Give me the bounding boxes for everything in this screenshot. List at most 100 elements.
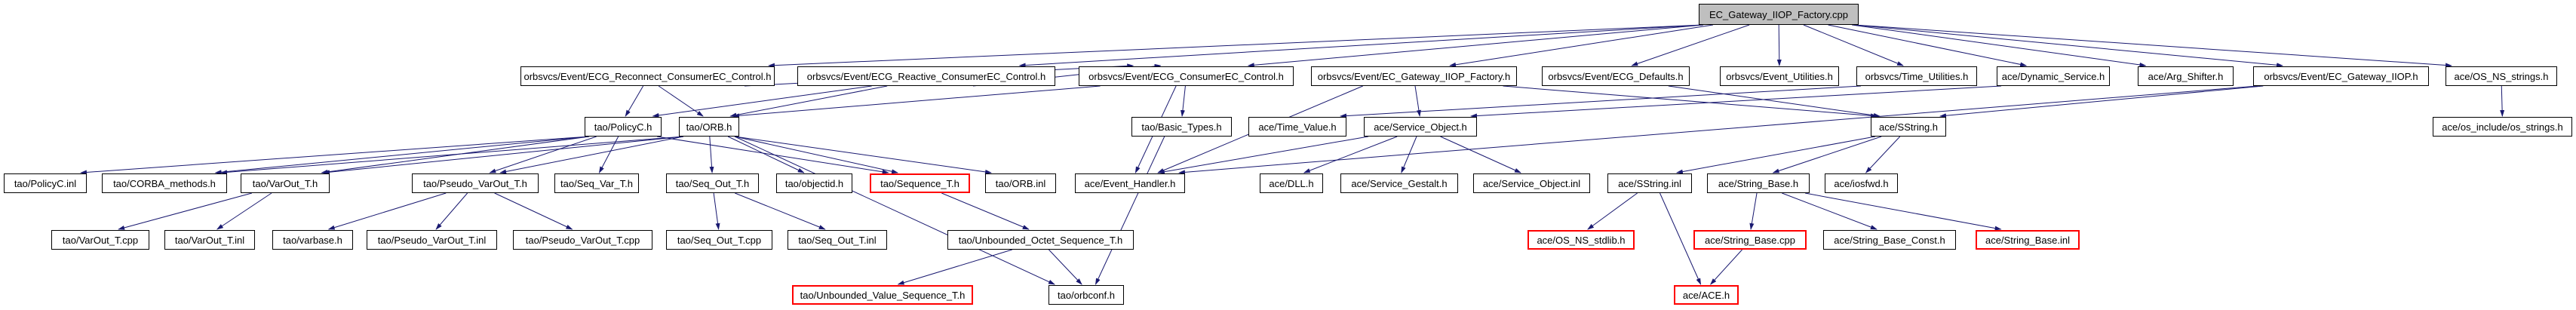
node-tao-varout-t-cpp[interactable]: tao/VarOut_T.cpp (51, 230, 149, 250)
edge-n3-n14 (1180, 85, 1186, 117)
node-orbsvcs-event-ec-gateway-iiop-factory-h[interactable]: orbsvcs/Event/EC_Gateway_IIOP_Factory.h (1311, 66, 1517, 86)
node-ace-dynamic-service-h[interactable]: ace/Dynamic_Service.h (1997, 66, 2110, 86)
node-tao-seq-out-t-h[interactable]: tao/Seq_Out_T.h (666, 173, 759, 193)
node-tao-varbase-h[interactable]: tao/varbase.h (272, 230, 353, 250)
node-orbsvcs-event-ecg-defaults-h[interactable]: orbsvcs/Event/ECG_Defaults.h (1542, 66, 1690, 86)
edge-n0-n1 (768, 24, 1704, 68)
edge-n0-n4 (1449, 24, 1714, 67)
node-ace-ace-h[interactable]: ace/ACE.h (1674, 285, 1739, 305)
node-tao-seq-out-t-inl[interactable]: tao/Seq_Out_T.inl (788, 230, 887, 250)
node-tao-pseudo-varout-t-cpp[interactable]: tao/Pseudo_VarOut_T.cpp (513, 230, 652, 250)
node-ace-service-object-h[interactable]: ace/Service_Object.h (1364, 117, 1477, 137)
node-tao-basic-types-h[interactable]: tao/Basic_Types.h (1131, 117, 1232, 137)
node-ace-time-value-h[interactable]: ace/Time_Value.h (1248, 117, 1346, 137)
node-ace-string-base-inl[interactable]: ace/String_Base.inl (1976, 230, 2080, 250)
node-label: ace/OS_NS_strings.h (2454, 70, 2549, 82)
edge-n33-n44 (1749, 192, 1758, 230)
node-ace-string-base-cpp[interactable]: ace/String_Base.cpp (1693, 230, 1807, 250)
edge-n42-n47 (897, 249, 1012, 285)
node-label: ace/Service_Gestalt.h (1351, 177, 1448, 189)
node-ace-arg-shifter-h[interactable]: ace/Arg_Shifter.h (2138, 66, 2234, 86)
node-label: tao/Pseudo_VarOut_T.inl (377, 234, 487, 246)
node-tao-policyc-inl[interactable]: tao/PolicyC.inl (4, 173, 87, 193)
node-label: ace/Time_Value.h (1258, 121, 1337, 133)
node-ace-os-ns-stdlib-h[interactable]: ace/OS_NS_stdlib.h (1527, 230, 1635, 250)
node-label: tao/CORBA_methods.h (113, 177, 216, 189)
node-tao-varout-t-inl[interactable]: tao/VarOut_T.inl (164, 230, 255, 250)
edge-n2-n12 (652, 85, 872, 118)
edge-n17-n34 (1865, 136, 1901, 173)
edge-n0-n11 (1853, 24, 2452, 68)
node-ace-service-object-inl[interactable]: ace/Service_Object.inl (1473, 173, 1590, 193)
edge-n13-n48 (734, 136, 1055, 285)
edge-n3-n13 (732, 85, 1101, 118)
node-label: orbsvcs/Time_Utilities.h (1865, 70, 1969, 82)
edge-n10-n17 (1939, 85, 2264, 118)
node-tao-orb-inl[interactable]: tao/ORB.inl (985, 173, 1056, 193)
node-orbsvcs-time-utilities-h[interactable]: orbsvcs/Time_Utilities.h (1856, 66, 1977, 86)
node-label: ace/Service_Object.inl (1482, 177, 1581, 189)
node-ace-sstring-inl[interactable]: ace/SString.inl (1607, 173, 1692, 193)
node-tao-varout-t-h[interactable]: tao/VarOut_T.h (241, 173, 330, 193)
edge-n0-n10 (1853, 24, 2284, 68)
node-ace-dll-h[interactable]: ace/DLL.h (1260, 173, 1323, 193)
node-ace-service-gestalt-h[interactable]: ace/Service_Gestalt.h (1340, 173, 1458, 193)
node-tao-policyc-h[interactable]: tao/PolicyC.h (585, 117, 662, 137)
edge-n16-n28 (1157, 136, 1369, 174)
node-label: ace/String_Base.inl (1985, 234, 2070, 246)
edge-n13-n27 (734, 136, 992, 174)
node-ace-sstring-h[interactable]: ace/SString.h (1871, 117, 1946, 137)
edge-n12-n23 (598, 136, 619, 173)
node-orbsvcs-event-ecg-reconnect-consumerec-control-h[interactable]: orbsvcs/Event/ECG_Reconnect_ConsumerEC_C… (520, 66, 775, 86)
node-label: orbsvcs/Event/EC_Gateway_IIOP.h (2264, 70, 2418, 82)
node-orbsvcs-event-ecg-consumerec-control-h[interactable]: orbsvcs/Event/ECG_ConsumerEC_Control.h (1079, 66, 1294, 86)
node-label: orbsvcs/Event/ECG_Reconnect_ConsumerEC_C… (523, 70, 772, 82)
node-label: tao/orbconf.h (1058, 289, 1115, 301)
node-label: ace/Arg_Shifter.h (2148, 70, 2224, 82)
node-ace-string-base-const-h[interactable]: ace/String_Base_Const.h (1823, 230, 1956, 250)
node-tao-unbounded-octet-sequence-t-h[interactable]: tao/Unbounded_Octet_Sequence_T.h (947, 230, 1134, 250)
node-tao-pseudo-varout-t-h[interactable]: tao/Pseudo_VarOut_T.h (412, 173, 539, 193)
edge-n32-n43 (1587, 192, 1638, 230)
node-ace-os-ns-strings-h[interactable]: ace/OS_NS_strings.h (2446, 66, 2557, 86)
edge-n24-n41 (735, 192, 826, 230)
node-label: tao/Unbounded_Value_Sequence_T.h (800, 289, 966, 301)
node-label: tao/PolicyC.h (594, 121, 652, 133)
node-ace-event-handler-h[interactable]: ace/Event_Handler.h (1075, 173, 1185, 193)
node-label: ace/SString.h (1878, 121, 1939, 133)
node-orbsvcs-event-ec-gateway-iiop-h[interactable]: orbsvcs/Event/EC_Gateway_IIOP.h (2253, 66, 2429, 86)
edge-n22-n37 (327, 192, 447, 230)
edge-n5-n17 (1668, 85, 1881, 118)
edge-n33-n45 (1782, 192, 1878, 230)
node-tao-pseudo-varout-t-inl[interactable]: tao/Pseudo_VarOut_T.inl (367, 230, 497, 250)
node-orbsvcs-event-ecg-reactive-consumerec-control-h[interactable]: orbsvcs/Event/ECG_Reactive_ConsumerEC_Co… (797, 66, 1055, 86)
node-ace-os-include-os-strings-h[interactable]: ace/os_include/os_strings.h (2433, 117, 2572, 137)
node-tao-objectid-h[interactable]: tao/objectid.h (776, 173, 852, 193)
node-label: ace/DLL.h (1269, 177, 1314, 189)
node-label: tao/Seq_Out_T.h (675, 177, 750, 189)
node-tao-seq-out-t-cpp[interactable]: tao/Seq_Out_T.cpp (666, 230, 772, 250)
node-label: tao/Sequence_T.h (880, 177, 959, 189)
node-tao-sequence-t-h[interactable]: tao/Sequence_T.h (870, 173, 970, 193)
node-tao-corba-methods-h[interactable]: tao/CORBA_methods.h (102, 173, 227, 193)
edge-n26-n42 (941, 192, 1030, 230)
edge-n17-n32 (1675, 136, 1876, 174)
edge-n17-n33 (1772, 136, 1882, 173)
node-label: ace/String_Base.h (1718, 177, 1799, 189)
node-label: orbsvcs/Event/EC_Gateway_IIOP_Factory.h (1317, 70, 1511, 82)
node-label: tao/VarOut_T.inl (174, 234, 245, 246)
node-tao-unbounded-value-sequence-t-h[interactable]: tao/Unbounded_Value_Sequence_T.h (792, 285, 973, 305)
node-tao-orbconf-h[interactable]: tao/orbconf.h (1049, 285, 1124, 305)
node-ace-string-base-h[interactable]: ace/String_Base.h (1707, 173, 1810, 193)
node-ace-iosfwd-h[interactable]: ace/iosfwd.h (1825, 173, 1898, 193)
node-tao-seq-var-t-h[interactable]: tao/Seq_Var_T.h (554, 173, 639, 193)
edge-n0-n9 (1852, 24, 2147, 67)
edge-n12-n20 (214, 136, 590, 175)
node-label: tao/PolicyC.inl (14, 177, 77, 189)
node-label: ace/String_Base_Const.h (1834, 234, 1945, 246)
node-label: tao/Seq_Var_T.h (560, 177, 633, 189)
edge-n0-n3 (1247, 24, 1704, 68)
node-tao-orb-h[interactable]: tao/ORB.h (679, 117, 739, 137)
node-orbsvcs-event-utilities-h[interactable]: orbsvcs/Event_Utilities.h (1720, 66, 1839, 86)
